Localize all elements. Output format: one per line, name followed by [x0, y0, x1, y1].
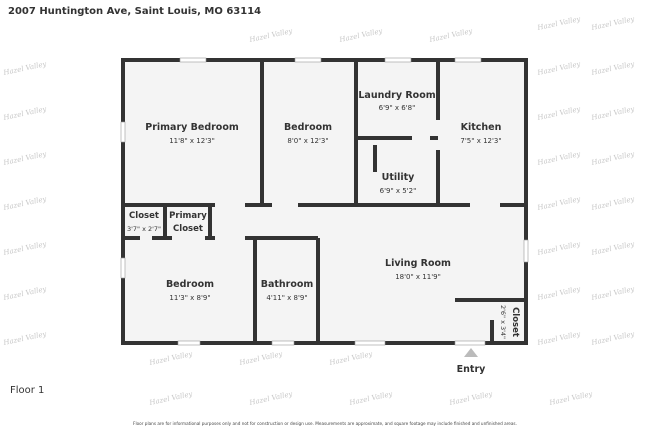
room-dims: 7'5" x 12'3" [460, 137, 501, 145]
watermark-logo: Hazel Valley [536, 285, 582, 302]
watermark-logo: Hazel Valley [348, 390, 394, 407]
room-dims: 6'9" x 5'2" [380, 187, 417, 195]
room-dims: 11'3" x 8'9" [169, 294, 210, 302]
watermark-logo: Hazel Valley [2, 240, 48, 257]
watermark-logo: Hazel Valley [590, 285, 636, 302]
watermark-logo: Hazel Valley [590, 330, 636, 347]
floor-area [123, 60, 526, 343]
room-dims: 18'0" x 11'9" [395, 273, 441, 281]
watermark-logo: Hazel Valley [248, 390, 294, 407]
watermark-logo: Hazel Valley [338, 27, 384, 44]
watermark-logo: Hazel Valley [2, 60, 48, 77]
watermark-logo: Hazel Valley [590, 105, 636, 122]
room-name: Closet [173, 224, 203, 234]
watermark-logo: Hazel Valley [448, 390, 494, 407]
room-name: Laundry Room [358, 90, 435, 101]
room-dims: 8'0" x 12'3" [287, 137, 328, 145]
watermark-logo: Hazel Valley [590, 195, 636, 212]
watermark-logo: Hazel Valley [536, 240, 582, 257]
room-dims: 4'11" x 8'9" [266, 294, 307, 302]
watermark-logo: Hazel Valley [148, 390, 194, 407]
watermark-logo: Hazel Valley [590, 15, 636, 32]
watermark-logo: Hazel Valley [536, 150, 582, 167]
watermark-logo: Hazel Valley [2, 330, 48, 347]
room-name: Bedroom [284, 122, 332, 133]
room-name: Bedroom [166, 279, 214, 290]
room-name: Primary [169, 211, 207, 221]
watermark-logo: Hazel Valley [2, 195, 48, 212]
watermark-logo: Hazel Valley [536, 330, 582, 347]
watermark-logo: Hazel Valley [428, 27, 474, 44]
watermark-logo: Hazel Valley [536, 195, 582, 212]
watermark-logo: Hazel Valley [2, 285, 48, 302]
watermark-logo: Hazel Valley [536, 15, 582, 32]
entry-label: Entry [457, 364, 486, 375]
watermark-logo: Hazel Valley [2, 150, 48, 167]
watermark-logo: Hazel Valley [536, 105, 582, 122]
entry-arrow-icon [464, 348, 478, 357]
watermark-logo: Hazel Valley [328, 350, 374, 367]
watermark-logo: Hazel Valley [148, 350, 194, 367]
watermark-logo: Hazel Valley [536, 60, 582, 77]
room-name: Living Room [385, 258, 451, 269]
watermark-logo: Hazel Valley [590, 60, 636, 77]
room-dims: 3'7" x 2'7" [127, 225, 161, 233]
room-name: Closet [129, 211, 159, 221]
floor-label: Floor 1 [10, 385, 45, 396]
watermark-logo: Hazel Valley [590, 150, 636, 167]
room-dims: 6'9" x 6'8" [379, 104, 416, 112]
watermark-logo: Hazel Valley [238, 350, 284, 367]
walls [121, 58, 528, 345]
room-name: Utility [382, 172, 416, 183]
address-title: 2007 Huntington Ave, Saint Louis, MO 631… [8, 6, 262, 17]
room-dims: 2'6" x 3'4" [499, 305, 507, 339]
watermark-logo: Hazel Valley [248, 27, 294, 44]
room-name: Kitchen [461, 122, 502, 133]
watermark-logo: Hazel Valley [590, 240, 636, 257]
room-dims: 11'8" x 12'3" [169, 137, 215, 145]
disclaimer: Floor plans are for informational purpos… [133, 421, 517, 426]
watermark-logo: Hazel Valley [548, 390, 594, 407]
room-name: Bathroom [261, 279, 314, 290]
room-name: Closet [510, 307, 520, 337]
watermark-logo: Hazel Valley [2, 105, 48, 122]
room-name: Primary Bedroom [145, 122, 239, 133]
windows [120, 57, 529, 346]
